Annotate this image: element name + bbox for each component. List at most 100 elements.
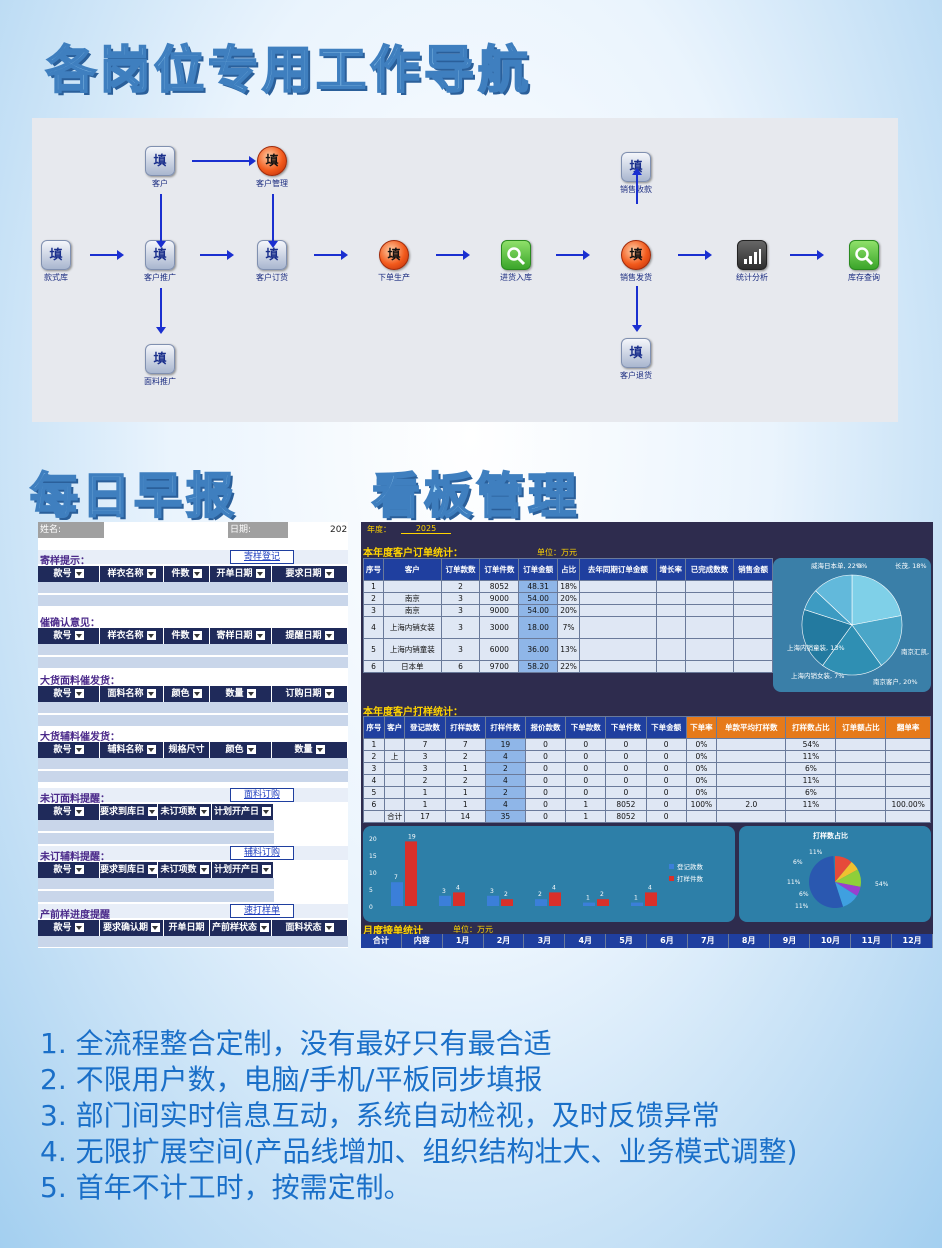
report-column-header[interactable]: 计划开产日 — [212, 804, 274, 820]
table-column-header[interactable]: 报价款数 — [524, 716, 567, 739]
report-section-button[interactable]: 速打样单 — [230, 904, 294, 918]
month-column-header[interactable]: 2月 — [484, 934, 525, 948]
filter-dropdown-icon[interactable] — [148, 807, 158, 816]
filter-dropdown-icon[interactable] — [146, 569, 156, 578]
filter-dropdown-icon[interactable] — [74, 923, 84, 932]
report-column-header[interactable]: 款号 — [38, 628, 100, 644]
report-column-header[interactable]: 颜色 — [164, 686, 210, 702]
report-column-header[interactable]: 款号 — [38, 862, 100, 878]
filter-dropdown-icon[interactable] — [146, 689, 156, 698]
report-column-header[interactable]: 面料名称 — [100, 686, 164, 702]
month-column-header[interactable]: 1月 — [443, 934, 484, 948]
month-column-header[interactable]: 5月 — [606, 934, 648, 948]
filter-dropdown-icon[interactable] — [199, 865, 209, 874]
report-column-header[interactable]: 订购日期 — [272, 686, 348, 702]
filter-dropdown-icon[interactable] — [324, 923, 334, 932]
flow-node-cust-return[interactable]: 填客户退货 — [596, 338, 676, 381]
table-column-header[interactable]: 翻单率 — [885, 716, 931, 739]
month-column-header[interactable]: 7月 — [688, 934, 729, 948]
table-column-header[interactable]: 订单金额 — [518, 558, 559, 581]
report-column-header[interactable]: 款号 — [38, 804, 100, 820]
month-column-header[interactable]: 合计 — [361, 934, 402, 948]
table-column-header[interactable]: 下单款数 — [565, 716, 607, 739]
report-section-button[interactable]: 面料订购 — [230, 788, 294, 802]
year-value[interactable]: 2025 — [401, 524, 451, 534]
table-column-header[interactable]: 打样件数 — [484, 716, 526, 739]
table-column-header[interactable]: 登记款数 — [404, 716, 446, 739]
filter-dropdown-icon[interactable] — [146, 745, 156, 754]
table-column-header[interactable]: 下单件数 — [605, 716, 647, 739]
filter-dropdown-icon[interactable] — [192, 631, 202, 640]
report-column-header[interactable]: 款号 — [38, 686, 100, 702]
filter-dropdown-icon[interactable] — [315, 745, 325, 754]
month-column-header[interactable]: 8月 — [729, 934, 770, 948]
filter-dropdown-icon[interactable] — [74, 865, 84, 874]
report-column-header[interactable]: 辅料名称 — [100, 742, 164, 758]
report-section-button[interactable]: 辅料订购 — [230, 846, 294, 860]
report-column-header[interactable]: 开单日期 — [210, 566, 272, 582]
flow-node-fabric-promo[interactable]: 填面料推广 — [120, 344, 200, 387]
filter-dropdown-icon[interactable] — [192, 689, 202, 698]
table-column-header[interactable]: 已完成数数 — [684, 558, 735, 581]
filter-dropdown-icon[interactable] — [199, 807, 209, 816]
report-column-header[interactable]: 要求确认期 — [100, 920, 164, 936]
flow-node-inventory[interactable]: 库存查询 — [824, 240, 904, 283]
table-column-header[interactable]: 下单金额 — [645, 716, 687, 739]
table-column-header[interactable]: 序号 — [362, 558, 385, 581]
filter-dropdown-icon[interactable] — [74, 569, 84, 578]
table-column-header[interactable]: 客户 — [383, 716, 406, 739]
report-column-header[interactable]: 产前样状态 — [210, 920, 272, 936]
filter-dropdown-icon[interactable] — [324, 569, 334, 578]
report-column-header[interactable]: 件数 — [164, 566, 210, 582]
report-column-header[interactable]: 件数 — [164, 628, 210, 644]
report-column-header[interactable]: 要求日期 — [272, 566, 348, 582]
table-column-header[interactable]: 订单件数 — [479, 558, 520, 581]
report-column-header[interactable]: 样衣名称 — [100, 566, 164, 582]
filter-dropdown-icon[interactable] — [255, 569, 265, 578]
month-column-header[interactable]: 11月 — [851, 934, 893, 948]
table-column-header[interactable]: 占比 — [557, 558, 581, 581]
flow-node-customer[interactable]: 填客户 — [120, 146, 200, 189]
report-column-header[interactable]: 开单日期 — [164, 920, 210, 948]
filter-dropdown-icon[interactable] — [192, 569, 202, 578]
flow-node-customer-mgmt[interactable]: 填客户管理 — [232, 146, 312, 189]
report-column-header[interactable]: 计划开产日 — [212, 862, 274, 878]
month-column-header[interactable]: 6月 — [647, 934, 688, 948]
report-column-header[interactable]: 要求到库日 — [100, 862, 158, 878]
report-column-header[interactable]: 未订项数 — [158, 862, 212, 878]
flow-node-sales-ship[interactable]: 填销售发货 — [596, 240, 676, 283]
report-column-header[interactable]: 数量 — [272, 742, 348, 758]
report-column-header[interactable]: 规格尺寸 — [164, 742, 210, 770]
report-column-header[interactable]: 颜色 — [210, 742, 272, 758]
filter-dropdown-icon[interactable] — [74, 689, 84, 698]
table-column-header[interactable]: 去年同期订单金额 — [579, 558, 657, 581]
report-column-header[interactable]: 样衣名称 — [100, 628, 164, 644]
filter-dropdown-icon[interactable] — [255, 631, 265, 640]
flow-node-cust-order[interactable]: 填客户订货 — [232, 240, 312, 283]
month-column-header[interactable]: 12月 — [892, 934, 933, 948]
table-column-header[interactable]: 客户 — [383, 558, 442, 581]
filter-dropdown-icon[interactable] — [74, 807, 84, 816]
report-column-header[interactable]: 数量 — [210, 686, 272, 702]
filter-dropdown-icon[interactable] — [246, 689, 256, 698]
filter-dropdown-icon[interactable] — [74, 631, 84, 640]
month-column-header[interactable]: 4月 — [565, 934, 607, 948]
report-column-header[interactable]: 寄样日期 — [210, 628, 272, 644]
filter-dropdown-icon[interactable] — [146, 631, 156, 640]
table-column-header[interactable]: 下单率 — [685, 716, 718, 739]
table-column-header[interactable]: 单款平均打样数 — [716, 716, 787, 739]
flow-node-stats[interactable]: 统计分析 — [712, 240, 792, 283]
table-column-header[interactable]: 销售金额 — [733, 558, 773, 581]
filter-dropdown-icon[interactable] — [324, 689, 334, 698]
report-column-header[interactable]: 未订项数 — [158, 804, 212, 820]
report-column-header[interactable]: 款号 — [38, 920, 100, 936]
report-column-header[interactable]: 面料状态 — [272, 920, 348, 936]
table-column-header[interactable]: 订单额占比 — [835, 716, 887, 739]
filter-dropdown-icon[interactable] — [148, 865, 158, 874]
report-column-header[interactable]: 款号 — [38, 566, 100, 582]
table-column-header[interactable]: 打样款数 — [444, 716, 486, 739]
filter-dropdown-icon[interactable] — [324, 631, 334, 640]
table-column-header[interactable]: 增长率 — [655, 558, 686, 581]
filter-dropdown-icon[interactable] — [260, 923, 269, 932]
report-column-header[interactable]: 款号 — [38, 742, 100, 758]
